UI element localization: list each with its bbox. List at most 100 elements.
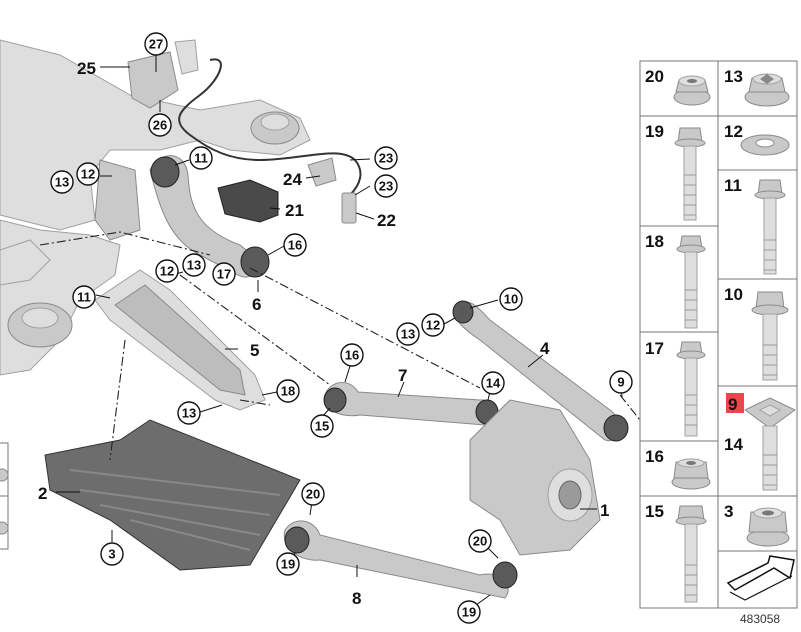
label-4[interactable]: 4 xyxy=(540,339,550,358)
label-7[interactable]: 7 xyxy=(398,366,407,385)
callout-9[interactable]: 9 xyxy=(609,370,633,394)
svg-text:3: 3 xyxy=(724,502,733,521)
callout-19-left[interactable]: 19 xyxy=(276,552,300,576)
grid-cell-15[interactable]: 15 xyxy=(645,502,707,603)
label-5[interactable]: 5 xyxy=(250,341,259,360)
svg-text:15: 15 xyxy=(315,419,329,434)
callout-20-right[interactable]: 20 xyxy=(468,529,492,553)
grid-cell-13[interactable]: 13 xyxy=(724,67,790,107)
callout-12-right[interactable]: 12 xyxy=(421,313,445,337)
part-6-control-arm xyxy=(149,155,270,278)
part-5-link xyxy=(94,269,266,411)
callout-19-right[interactable]: 19 xyxy=(457,600,481,624)
svg-text:11: 11 xyxy=(194,151,208,166)
svg-text:20: 20 xyxy=(306,487,320,502)
part-7-arm xyxy=(323,382,499,426)
part-8-link xyxy=(283,520,518,599)
callout-15[interactable]: 15 xyxy=(310,414,334,438)
svg-text:26: 26 xyxy=(153,118,167,133)
svg-text:19: 19 xyxy=(281,557,295,572)
callout-13[interactable]: 13 xyxy=(50,170,74,194)
svg-text:17: 17 xyxy=(645,339,664,358)
highlight-9 xyxy=(726,393,744,413)
label-25[interactable]: 25 xyxy=(77,59,96,78)
svg-text:23: 23 xyxy=(379,151,393,166)
assembly-lines xyxy=(39,231,641,461)
grid-cell-17[interactable]: 17 xyxy=(645,339,706,437)
callout-12-mid[interactable]: 12 xyxy=(155,259,179,283)
callout-20-left[interactable]: 20 xyxy=(301,482,325,506)
reference-number: 483058 xyxy=(740,612,780,626)
plain-labels: 25 24 21 22 6 5 4 7 1 2 8 xyxy=(38,59,609,608)
bracket-25 xyxy=(127,39,199,109)
callout-17[interactable]: 17 xyxy=(212,262,236,286)
part-21-bracket xyxy=(217,179,279,223)
svg-text:16: 16 xyxy=(288,238,302,253)
svg-text:16: 16 xyxy=(645,447,664,466)
grid-cell-19[interactable]: 19 xyxy=(645,122,706,221)
svg-text:9: 9 xyxy=(617,375,624,390)
label-6[interactable]: 6 xyxy=(252,295,261,314)
callout-13-low[interactable]: 13 xyxy=(177,401,201,425)
svg-text:9: 9 xyxy=(728,395,737,414)
callout-23-upper[interactable]: 23 xyxy=(374,146,398,170)
grid-cell-11[interactable]: 11 xyxy=(724,176,786,275)
svg-text:19: 19 xyxy=(645,122,664,141)
svg-text:12: 12 xyxy=(160,264,174,279)
svg-text:14: 14 xyxy=(486,376,501,391)
parts-grid: 20 13 19 12 11 xyxy=(639,60,798,609)
grid-cell-12[interactable]: 12 xyxy=(724,122,790,156)
callout-16-upper[interactable]: 16 xyxy=(283,233,307,257)
callout-3[interactable]: 3 xyxy=(100,542,124,566)
svg-text:3: 3 xyxy=(108,547,115,562)
grid-cell-20[interactable]: 20 xyxy=(645,67,711,106)
callout-14[interactable]: 14 xyxy=(481,371,505,395)
grid-cell-14[interactable]: 14 xyxy=(724,397,796,491)
svg-text:13: 13 xyxy=(724,67,743,86)
label-22[interactable]: 22 xyxy=(377,211,396,230)
svg-text:12: 12 xyxy=(426,318,440,333)
callout-27[interactable]: 27 xyxy=(144,32,168,56)
label-1[interactable]: 1 xyxy=(600,501,609,520)
svg-text:10: 10 xyxy=(724,285,743,304)
label-21[interactable]: 21 xyxy=(285,201,304,220)
label-24[interactable]: 24 xyxy=(283,170,302,189)
callout-12[interactable]: 12 xyxy=(76,162,100,186)
grid-cell-3[interactable]: 3 xyxy=(724,502,790,547)
callout-11[interactable]: 11 xyxy=(189,146,213,170)
svg-text:18: 18 xyxy=(281,384,295,399)
svg-text:12: 12 xyxy=(724,122,743,141)
svg-text:14: 14 xyxy=(724,435,743,454)
grid-cell-9[interactable]: 9 xyxy=(726,393,744,414)
callout-13-right[interactable]: 13 xyxy=(396,322,420,346)
svg-text:11: 11 xyxy=(724,176,742,195)
callout-11-left[interactable]: 11 xyxy=(72,285,96,309)
svg-text:13: 13 xyxy=(187,258,201,273)
svg-text:20: 20 xyxy=(473,534,487,549)
svg-text:19: 19 xyxy=(462,605,476,620)
svg-text:15: 15 xyxy=(645,502,664,521)
svg-text:23: 23 xyxy=(379,179,393,194)
svg-text:18: 18 xyxy=(645,232,664,251)
grid-cell-18[interactable]: 18 xyxy=(645,232,706,329)
grid-cell-10[interactable]: 10 xyxy=(724,285,789,381)
label-8[interactable]: 8 xyxy=(352,589,361,608)
callout-26[interactable]: 26 xyxy=(148,113,172,137)
part-4-arm xyxy=(452,300,629,442)
svg-text:13: 13 xyxy=(401,327,415,342)
direction-arrow-icon xyxy=(726,555,795,601)
svg-text:13: 13 xyxy=(182,406,196,421)
callout-18[interactable]: 18 xyxy=(276,379,300,403)
svg-text:10: 10 xyxy=(504,292,518,307)
callout-10[interactable]: 10 xyxy=(499,287,523,311)
svg-text:12: 12 xyxy=(81,167,95,182)
callout-bubbles: 27 26 11 12 13 23 23 16 17 12 13 11 10 1… xyxy=(50,32,633,624)
label-2[interactable]: 2 xyxy=(38,484,47,503)
callout-13-mid[interactable]: 13 xyxy=(182,253,206,277)
callout-16-mid[interactable]: 16 xyxy=(340,343,364,367)
callout-23-lower[interactable]: 23 xyxy=(374,174,398,198)
svg-text:11: 11 xyxy=(77,290,91,305)
grid-cell-16[interactable]: 16 xyxy=(645,447,711,490)
part-1-knuckle xyxy=(469,399,601,556)
